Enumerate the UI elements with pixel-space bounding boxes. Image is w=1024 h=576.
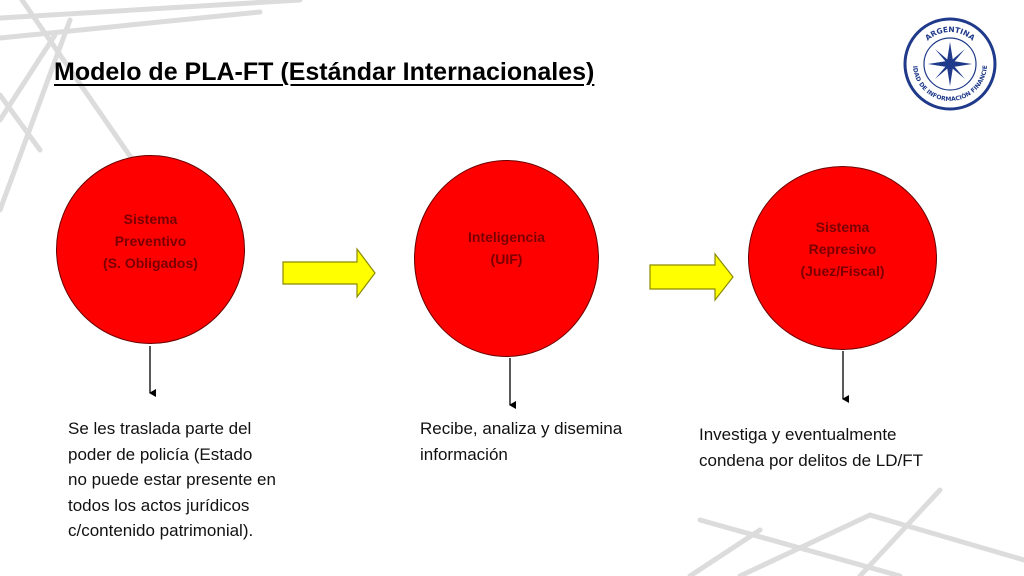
- description-repressive: Investiga y eventualmente condena por de…: [699, 425, 923, 470]
- uif-seal-logo: ARGENTINA UNIDAD DE INFORMACIÓN FINANCIE…: [903, 17, 997, 111]
- flow-arrow-1: [282, 247, 376, 299]
- description-intelligence: Recibe, analiza y disemina información: [420, 419, 623, 464]
- node-repressive-system: Sistema Represivo (Juez/Fiscal): [748, 166, 937, 350]
- slide-title: Modelo de PLA-FT (Estándar Internacional…: [54, 58, 595, 86]
- description-preventive: Se les traslada parte del poder de polic…: [68, 419, 276, 540]
- flow-arrow-2: [649, 252, 734, 302]
- node-preventive-label: Sistema Preventivo (S. Obligados): [103, 210, 198, 271]
- node-preventive-system: Sistema Preventivo (S. Obligados): [56, 155, 245, 344]
- node-intelligence: Inteligencia (UIF): [414, 160, 599, 357]
- node-intelligence-label: Inteligencia (UIF): [467, 228, 546, 267]
- node-repressive-label: Sistema Represivo (Juez/Fiscal): [800, 219, 885, 279]
